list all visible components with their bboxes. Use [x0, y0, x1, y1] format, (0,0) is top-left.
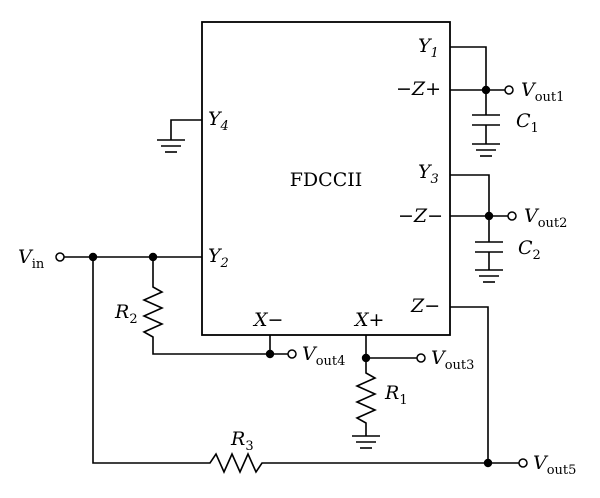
vin-terminal[interactable] — [55, 252, 65, 262]
resistor-r2-icon — [142, 257, 270, 355]
vout3-terminal[interactable] — [416, 353, 426, 363]
vout5-label: Vout5 — [533, 452, 576, 478]
vout4-label: Vout4 — [302, 343, 345, 369]
port-x-minus-label: X− — [252, 309, 283, 331]
r3-label: R3 — [230, 428, 254, 454]
c1-label: C1 — [516, 110, 539, 136]
r1-label: R1 — [384, 382, 408, 408]
zminus-wire — [450, 306, 489, 463]
c2-label: C2 — [518, 237, 541, 263]
port-z-pair1-label: −Z+ — [396, 78, 441, 100]
block-label: FDCCII — [290, 169, 363, 191]
capacitor-c1-icon — [472, 114, 500, 144]
vout1-terminal[interactable] — [504, 85, 514, 95]
vout4-terminal[interactable] — [287, 349, 297, 359]
vin-label: Vin — [18, 246, 45, 272]
ground-icon — [157, 139, 185, 153]
y3-wire — [450, 174, 490, 242]
resistor-r1-icon — [355, 358, 377, 436]
port-y1-label: Y1 — [418, 35, 439, 61]
vout3-label: Vout3 — [431, 347, 474, 373]
vout1-label: Vout1 — [521, 79, 564, 105]
port-z-minus-label: Z− — [410, 295, 440, 317]
port-y4-label: Y4 — [208, 108, 229, 134]
node-dot — [483, 458, 493, 468]
vout2-label: Vout2 — [524, 205, 567, 231]
node-dot — [484, 211, 494, 221]
r2-label: R2 — [114, 301, 138, 327]
vout2-terminal[interactable] — [507, 211, 517, 221]
y4-wire — [170, 119, 202, 140]
port-y3-label: Y3 — [418, 161, 439, 187]
resistor-r3-icon — [92, 257, 488, 474]
y1-wire — [450, 46, 487, 115]
fdccii-block — [201, 21, 451, 336]
node-dot — [481, 85, 491, 95]
ground-icon — [475, 269, 503, 283]
port-y2-label: Y2 — [208, 245, 229, 271]
ground-icon — [472, 143, 500, 157]
node-dot — [265, 349, 275, 359]
ground-icon — [352, 435, 380, 449]
vout5-terminal[interactable] — [518, 458, 528, 468]
capacitor-c2-icon — [475, 241, 503, 270]
port-x-plus-label: X+ — [353, 309, 384, 331]
port-z-pair2-label: −Z− — [398, 205, 443, 227]
